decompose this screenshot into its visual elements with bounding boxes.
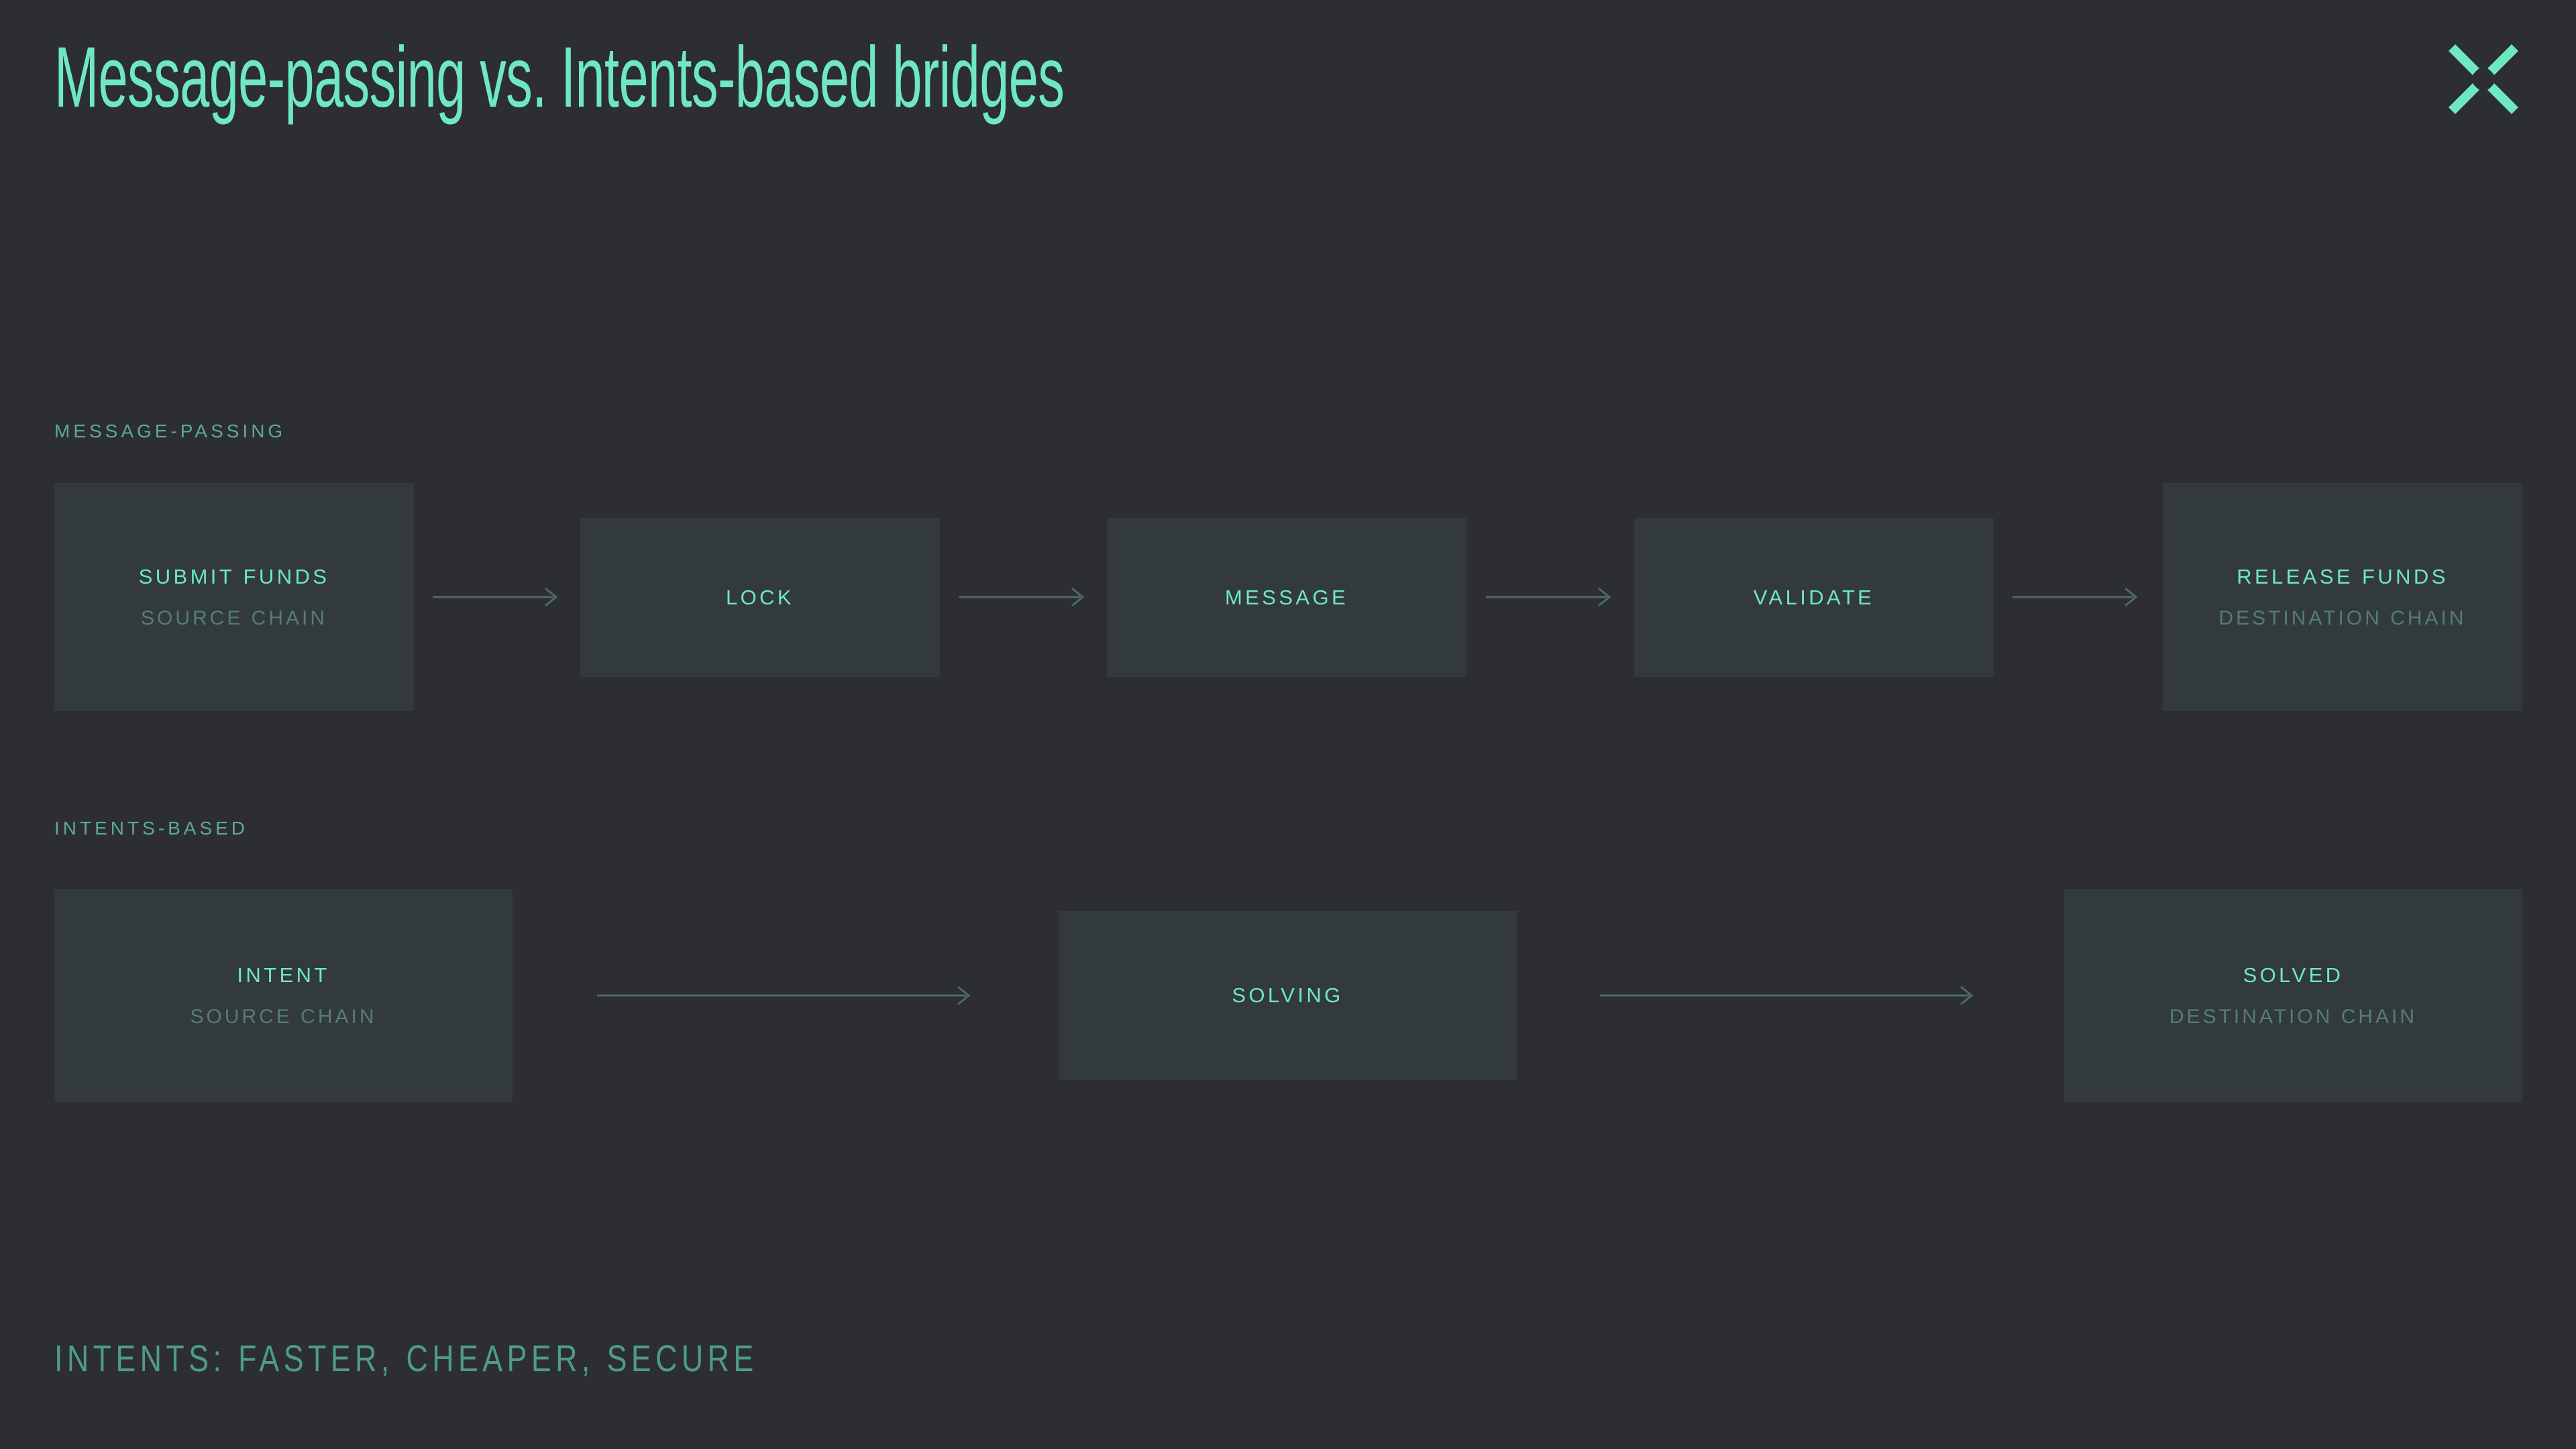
arrow-right-icon	[433, 587, 558, 607]
flow-arrow-5	[597, 982, 973, 1009]
flow-node-subtitle: SOURCE CHAIN	[140, 606, 328, 629]
flow-node-title: SUBMIT FUNDS	[138, 564, 330, 588]
arrow-right-icon	[597, 985, 971, 1006]
flow-node-title: SOLVED	[2243, 963, 2344, 987]
flow-node-title: SOLVING	[1232, 983, 1344, 1007]
flow-node-title: INTENT	[237, 963, 330, 987]
flow-node-message[interactable]: MESSAGE	[1107, 518, 1466, 677]
flow-node-solved[interactable]: SOLVED DESTINATION CHAIN	[2064, 889, 2522, 1102]
arrow-right-icon	[1486, 587, 1611, 607]
section-label-intents-based: INTENTS-BASED	[54, 818, 249, 839]
flow-arrow-6	[1600, 982, 1976, 1009]
flow-node-subtitle: DESTINATION CHAIN	[2218, 606, 2467, 629]
flow-node-lock[interactable]: LOCK	[580, 518, 940, 677]
arrow-right-icon	[2012, 587, 2138, 607]
flow-arrow-1	[433, 584, 560, 610]
flow-node-title: RELEASE FUNDS	[2237, 564, 2449, 588]
flow-node-title: VALIDATE	[1753, 585, 1875, 609]
flow-node-title: MESSAGE	[1224, 585, 1349, 609]
flow-arrow-3	[1486, 584, 1613, 610]
flow-row-intents-based: INTENT SOURCE CHAIN SOLVING SOLVED DESTI…	[0, 889, 2576, 1104]
x-mark-icon	[2443, 39, 2524, 119]
flow-node-solving[interactable]: SOLVING	[1059, 911, 1517, 1080]
flow-node-subtitle: SOURCE CHAIN	[190, 1005, 377, 1028]
arrow-right-icon	[1600, 985, 1974, 1006]
flow-node-title: LOCK	[725, 585, 795, 609]
flow-node-intent[interactable]: INTENT SOURCE CHAIN	[54, 889, 513, 1102]
arrow-right-icon	[959, 587, 1085, 607]
section-label-message-passing: MESSAGE-PASSING	[54, 421, 286, 441]
flow-row-message-passing: SUBMIT FUNDS SOURCE CHAIN LOCK MESSAGE	[0, 483, 2576, 711]
footer-tagline: INTENTS: FASTER, CHEAPER, SECURE	[54, 1337, 758, 1379]
flow-node-release-funds[interactable]: RELEASE FUNDS DESTINATION CHAIN	[2163, 483, 2522, 711]
flow-arrow-2	[959, 584, 1087, 610]
flow-node-subtitle: DESTINATION CHAIN	[2169, 1005, 2418, 1028]
flow-node-validate[interactable]: VALIDATE	[1634, 518, 1994, 677]
page-title: Message-passing vs. Intents-based bridge…	[54, 30, 1065, 125]
flow-arrow-4	[2012, 584, 2140, 610]
x-mark-icon-svg	[2449, 44, 2518, 114]
flow-node-submit-funds[interactable]: SUBMIT FUNDS SOURCE CHAIN	[54, 483, 414, 711]
